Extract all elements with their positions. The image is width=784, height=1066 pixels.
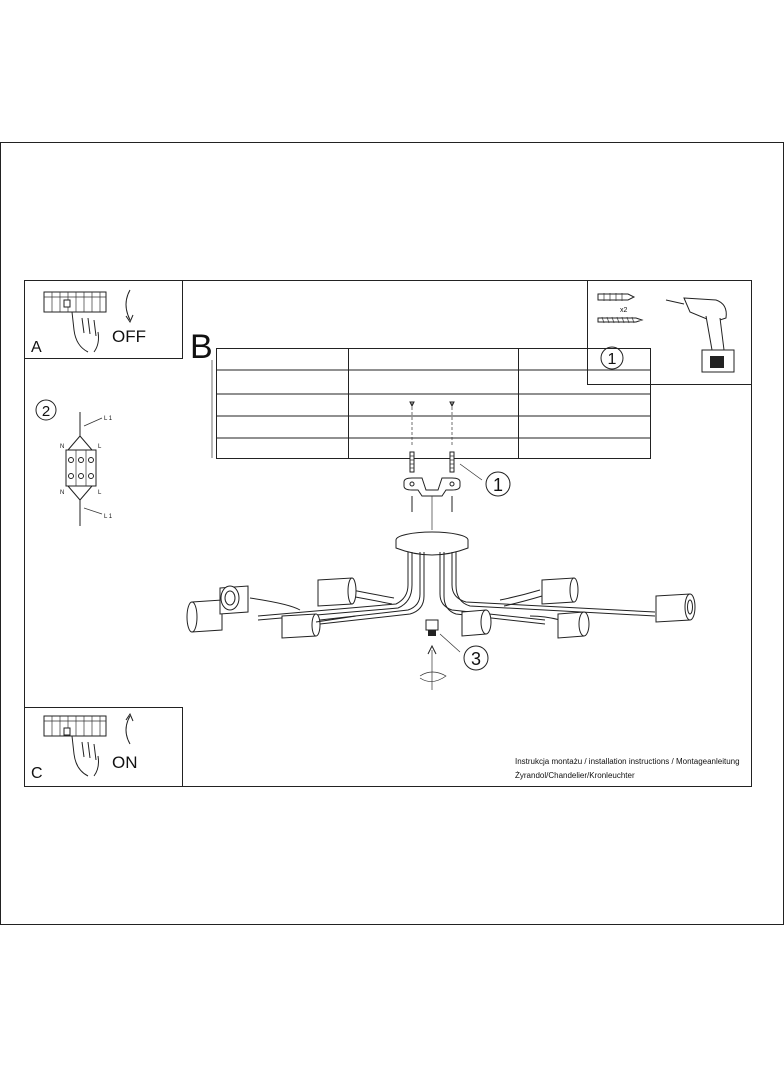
- tools-step-number: 1: [608, 351, 617, 368]
- hand-icon: [71, 311, 99, 353]
- panel-a: OFF A: [24, 280, 183, 359]
- drawing-frame: [24, 280, 752, 787]
- wire-label-l-bottom: L: [98, 490, 102, 496]
- lampshade: [317, 577, 357, 607]
- lampshade: [541, 577, 579, 605]
- rotate-icon: [419, 671, 447, 682]
- wire-label-l-top: L: [98, 444, 102, 450]
- panel-a-action: OFF: [112, 327, 146, 346]
- lampshade: [557, 611, 590, 639]
- panel-b-letter: B: [190, 328, 213, 366]
- screw-step-number: 3: [471, 649, 481, 669]
- chandelier: [186, 531, 696, 639]
- wire-label-l1-top: L 1: [104, 416, 113, 422]
- wiring-diagram: 2 L 1 N L N L L 1: [35, 399, 113, 526]
- screw-icon: [597, 316, 644, 324]
- breaker-box-icon: [43, 291, 107, 313]
- page-frame: [0, 142, 784, 925]
- step-circle: [600, 346, 624, 370]
- lampshade: [281, 613, 357, 639]
- panel-a-letter: A: [31, 339, 42, 356]
- wire-label-n-top: N: [60, 444, 64, 450]
- arrow-down-icon: [125, 289, 131, 321]
- screw-icon: [409, 401, 415, 512]
- screw-icon: [449, 401, 455, 512]
- panel-c-letter: C: [31, 765, 43, 782]
- lampshade: [655, 593, 696, 623]
- breaker-box-icon: [43, 715, 107, 737]
- footer-instructions: Instrukcja montażu / installation instru…: [515, 757, 740, 766]
- hand-icon: [71, 735, 99, 777]
- panel-c: ON C: [24, 707, 183, 787]
- terminal-block-icon: [65, 449, 97, 487]
- dowel-count: x2: [620, 307, 628, 314]
- cap-screw-icon: [419, 619, 447, 690]
- arrow-up-icon: [125, 715, 131, 745]
- panel-c-action: ON: [112, 753, 138, 772]
- lampshade: [219, 585, 249, 615]
- drill-icon: [665, 297, 735, 373]
- ceiling: [211, 348, 651, 459]
- dowel-icon: [597, 293, 636, 301]
- tools-panel: x2 1: [587, 280, 752, 385]
- lampshade: [461, 609, 492, 637]
- footer-product: Żyrandol/Chandelier/Kronleuchter: [515, 771, 635, 780]
- bracket-step-number: 1: [493, 475, 503, 495]
- lampshade: [186, 599, 223, 633]
- wire-label-l1-bottom: L 1: [104, 514, 113, 520]
- mounting-bracket: [403, 477, 461, 530]
- wire-label-n-bottom: N: [60, 490, 64, 496]
- wiring-step-number: 2: [42, 403, 50, 420]
